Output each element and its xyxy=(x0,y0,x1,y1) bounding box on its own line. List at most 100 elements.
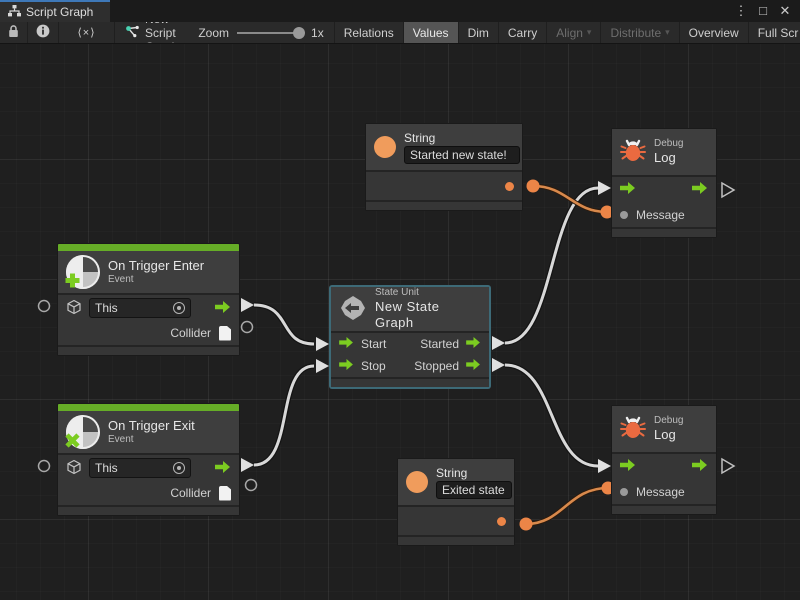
graph-name-item[interactable]: New Script Graph xyxy=(115,22,188,43)
flow-output-arrow-icon[interactable] xyxy=(466,359,481,373)
maximize-icon[interactable]: □ xyxy=(759,3,767,18)
lock-button[interactable] xyxy=(0,22,28,43)
target-object-field[interactable]: This xyxy=(89,458,191,478)
string-output-port[interactable] xyxy=(505,181,514,191)
gameobject-cube-icon xyxy=(66,299,82,318)
flow-input-arrow-icon[interactable] xyxy=(620,459,636,474)
node-category: Event xyxy=(108,274,134,285)
collider-port-label: Collider xyxy=(170,326,211,340)
node-category: Debug xyxy=(654,415,684,426)
node-category: State Unit xyxy=(375,287,419,298)
message-port-label: Message xyxy=(636,484,685,499)
info-icon xyxy=(36,24,50,41)
window-controls: ⋮ □ ✕ xyxy=(732,0,800,22)
node-title: New State Graph xyxy=(375,299,440,330)
node-category: Debug xyxy=(654,138,684,149)
string-type-icon xyxy=(406,471,428,493)
plus-icon xyxy=(64,272,81,292)
state-unit-icon xyxy=(339,294,367,325)
node-title: String xyxy=(436,466,468,480)
flow-output-arrow-icon[interactable] xyxy=(692,459,708,474)
align-dropdown[interactable]: Align▾ xyxy=(546,22,600,43)
message-input-port[interactable] xyxy=(620,210,628,219)
node-on-trigger-enter[interactable]: On Trigger Enter Event This xyxy=(57,243,240,356)
zoom-label: Zoom xyxy=(198,25,230,40)
toggle-carry[interactable]: Carry xyxy=(497,22,546,43)
message-input-port[interactable] xyxy=(620,487,628,496)
code-preview-button[interactable]: ⟨×⟩ xyxy=(59,22,115,43)
collider-output-port[interactable] xyxy=(219,485,231,501)
zoom-control: Zoom 1x xyxy=(188,22,333,43)
object-picker-icon[interactable] xyxy=(173,462,185,474)
cross-icon xyxy=(64,432,81,452)
stop-port-label: Stop xyxy=(361,359,386,373)
target-object-field[interactable]: This xyxy=(89,298,191,318)
on-trigger-enter-icon xyxy=(64,255,100,292)
collider-port-label: Collider xyxy=(170,486,211,500)
flow-output-arrow-icon[interactable] xyxy=(466,337,481,351)
flow-input-arrow-icon[interactable] xyxy=(339,337,354,351)
event-accent-bar xyxy=(58,244,239,251)
zoom-slider-handle[interactable] xyxy=(293,26,306,39)
unconnected-flow-triangles xyxy=(721,181,736,475)
toggle-fullscreen[interactable]: Full Scr xyxy=(747,22,800,43)
tab-script-graph[interactable]: Script Graph xyxy=(0,0,110,22)
started-port-label: Started xyxy=(420,337,459,351)
toggle-dim[interactable]: Dim xyxy=(457,22,498,43)
inspect-button[interactable] xyxy=(28,22,59,43)
collider-output-port[interactable] xyxy=(219,325,231,341)
wire-started-to-log xyxy=(504,186,599,345)
event-accent-bar xyxy=(58,404,239,411)
chevron-down-icon: ▾ xyxy=(586,27,592,37)
stopped-port-label: Stopped xyxy=(414,359,459,373)
message-port-label: Message xyxy=(636,207,685,222)
node-string-bottom[interactable]: String xyxy=(397,458,515,546)
flow-output-arrow-icon[interactable] xyxy=(215,300,231,316)
string-value-input[interactable] xyxy=(404,146,520,164)
toggle-overview[interactable]: Overview xyxy=(678,22,748,43)
wire-stopped-to-log xyxy=(504,363,599,468)
node-debug-log-top[interactable]: Debug Log Message xyxy=(611,128,717,238)
flow-input-arrow-icon[interactable] xyxy=(620,182,636,197)
wire-enter-to-start xyxy=(253,303,315,346)
close-icon[interactable]: ✕ xyxy=(779,3,791,18)
bug-icon xyxy=(620,415,646,444)
chevron-down-icon: ▾ xyxy=(665,27,670,37)
graph-toolbar: ⟨×⟩ New Script Graph Zoom 1x Relations V… xyxy=(0,22,800,44)
graph-icon xyxy=(125,25,140,41)
zoom-value: 1x xyxy=(311,25,324,40)
on-trigger-exit-icon xyxy=(64,415,100,452)
code-icon: ⟨×⟩ xyxy=(77,27,96,39)
tab-bar: Script Graph ⋮ □ ✕ xyxy=(0,0,800,22)
node-state-unit[interactable]: State Unit New State Graph Start Started xyxy=(330,286,490,388)
tab-title: Script Graph xyxy=(26,5,94,19)
toggle-relations[interactable]: Relations xyxy=(333,22,403,43)
string-value-input[interactable] xyxy=(436,481,512,499)
menu-icon[interactable]: ⋮ xyxy=(734,3,748,18)
flow-output-arrow-icon[interactable] xyxy=(215,460,231,476)
string-output-port[interactable] xyxy=(497,516,506,526)
toggle-values[interactable]: Values xyxy=(402,22,458,43)
node-debug-log-bottom[interactable]: Debug Log Message xyxy=(611,405,717,515)
wire-string-to-message-bottom xyxy=(525,486,609,526)
bug-icon xyxy=(620,138,646,167)
graph-canvas[interactable]: String xyxy=(0,44,800,600)
connected-value-ports xyxy=(519,179,615,531)
node-title: Log xyxy=(654,427,676,442)
node-title: On Trigger Enter xyxy=(108,258,205,273)
flow-input-arrow-icon[interactable] xyxy=(339,359,354,373)
node-title: Log xyxy=(654,150,676,165)
node-title: String xyxy=(404,131,436,145)
node-string-top[interactable]: String xyxy=(365,123,523,211)
wire-string-to-message-top xyxy=(532,184,608,214)
node-on-trigger-exit[interactable]: On Trigger Exit Event This xyxy=(57,403,240,516)
lock-icon xyxy=(8,24,19,41)
flow-output-arrow-icon[interactable] xyxy=(692,182,708,197)
object-picker-icon[interactable] xyxy=(173,302,185,314)
zoom-slider[interactable] xyxy=(237,26,306,39)
gameobject-cube-icon xyxy=(66,459,82,478)
start-port-label: Start xyxy=(361,337,387,351)
distribute-dropdown[interactable]: Distribute▾ xyxy=(600,22,678,43)
string-type-icon xyxy=(374,136,396,158)
